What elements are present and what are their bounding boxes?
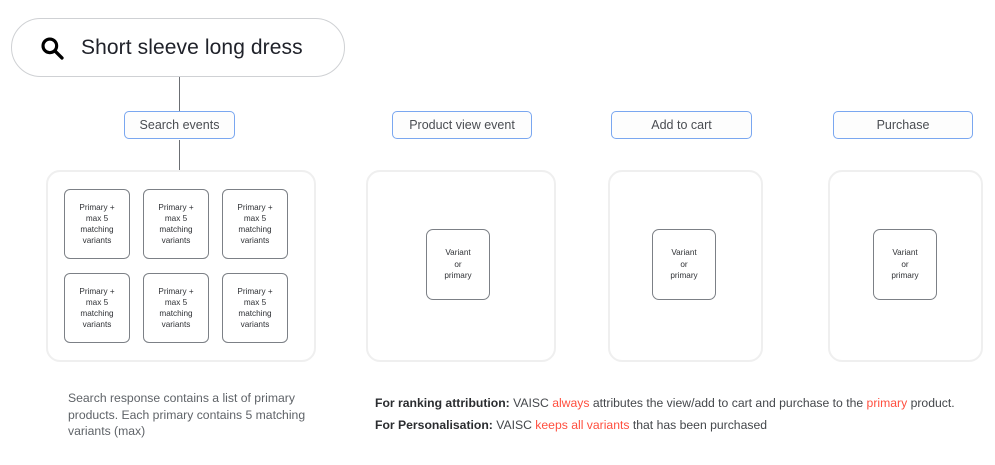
- primary-card: Primary + max 5 matching variants: [143, 189, 209, 259]
- primary-card-line-1: Primary +: [79, 203, 115, 212]
- primary-card-line-3: matching: [238, 225, 272, 234]
- primary-card-line-4: variants: [240, 236, 270, 245]
- event-pill-label: Product view event: [409, 118, 515, 132]
- variant-card-product-view: Variant or primary: [426, 229, 490, 300]
- variant-card-line-2: or: [680, 259, 688, 269]
- primary-card-line-1: Primary +: [158, 203, 194, 212]
- primary-card-line-1: Primary +: [237, 287, 273, 296]
- attribution-notes: For ranking attribution: VAISC always at…: [375, 392, 990, 436]
- primary-card-line-3: matching: [159, 225, 193, 234]
- variant-card-line-3: primary: [891, 271, 919, 281]
- primary-card: Primary + max 5 matching variants: [64, 273, 130, 343]
- variant-card-add-to-cart: Variant or primary: [652, 229, 716, 300]
- connector-line-pill-to-panel: [179, 140, 181, 171]
- primary-card: Primary + max 5 matching variants: [64, 189, 130, 259]
- variant-card-line-3: primary: [444, 271, 472, 281]
- variant-card-purchase: Variant or primary: [873, 229, 937, 300]
- search-icon: [41, 36, 64, 60]
- primary-card-line-2: max 5: [85, 298, 109, 307]
- primary-card: Primary + max 5 matching variants: [222, 189, 288, 259]
- panel-product-view: [366, 170, 556, 362]
- event-pill-add-to-cart[interactable]: Add to cart: [611, 111, 752, 139]
- primary-card-grid: Primary + max 5 matching variants Primar…: [64, 189, 288, 343]
- primary-card-line-2: max 5: [243, 214, 267, 223]
- note-ranking-part-1: VAISC: [509, 396, 553, 410]
- note-ranking-highlight-2: primary: [866, 396, 908, 410]
- primary-card-line-4: variants: [240, 320, 270, 329]
- panel-search-results: Primary + max 5 matching variants Primar…: [46, 170, 316, 362]
- primary-card-line-4: variants: [82, 320, 112, 329]
- primary-card-line-2: max 5: [164, 214, 188, 223]
- variant-card-line-1: Variant: [892, 248, 918, 258]
- variant-card-line-2: or: [454, 259, 462, 269]
- event-pill-label: Add to cart: [651, 118, 712, 132]
- note-ranking-label: For ranking attribution:: [375, 396, 510, 410]
- event-pill-search-events[interactable]: Search events: [124, 111, 235, 139]
- search-query-text: Short sleeve long dress: [81, 35, 303, 59]
- note-ranking-attribution: For ranking attribution: VAISC always at…: [375, 392, 990, 414]
- note-ranking-highlight-1: always: [552, 396, 590, 410]
- primary-card-line-3: matching: [80, 225, 114, 234]
- note-ranking-part-3: product.: [907, 396, 955, 410]
- primary-card-line-2: max 5: [243, 298, 267, 307]
- note-personalisation-label: For Personalisation:: [375, 418, 493, 432]
- primary-card-line-1: Primary +: [158, 287, 194, 296]
- primary-card-line-3: matching: [80, 309, 114, 318]
- note-personalisation-part-1: VAISC: [492, 418, 536, 432]
- note-ranking-part-2: attributes the view/add to cart and purc…: [589, 396, 867, 410]
- primary-card-line-3: matching: [159, 309, 193, 318]
- event-pill-label: Purchase: [876, 118, 930, 132]
- connector-line-search-to-pill: [179, 77, 181, 111]
- note-personalisation-part-2: that has been purchased: [629, 418, 768, 432]
- primary-card: Primary + max 5 matching variants: [143, 273, 209, 343]
- event-pill-purchase[interactable]: Purchase: [833, 111, 973, 139]
- primary-card-line-3: matching: [238, 309, 272, 318]
- note-personalisation: For Personalisation: VAISC keeps all var…: [375, 414, 990, 436]
- variant-card-line-3: primary: [670, 271, 698, 281]
- primary-card-line-4: variants: [161, 236, 191, 245]
- event-pill-product-view-event[interactable]: Product view event: [392, 111, 532, 139]
- primary-card-line-4: variants: [161, 320, 191, 329]
- event-pill-label: Search events: [139, 118, 220, 132]
- variant-card-line-1: Variant: [445, 248, 471, 258]
- primary-card-line-1: Primary +: [237, 203, 273, 212]
- primary-card-line-2: max 5: [164, 298, 188, 307]
- primary-card-line-2: max 5: [85, 214, 109, 223]
- search-bar[interactable]: Short sleeve long dress: [11, 18, 345, 77]
- caption-search-response: Search response contains a list of prima…: [68, 391, 306, 438]
- primary-card-line-4: variants: [82, 236, 112, 245]
- variant-card-line-2: or: [901, 259, 909, 269]
- note-personalisation-highlight-1: keeps all variants: [535, 418, 630, 432]
- primary-card-line-1: Primary +: [79, 287, 115, 296]
- primary-card: Primary + max 5 matching variants: [222, 273, 288, 343]
- variant-card-line-1: Variant: [671, 248, 697, 258]
